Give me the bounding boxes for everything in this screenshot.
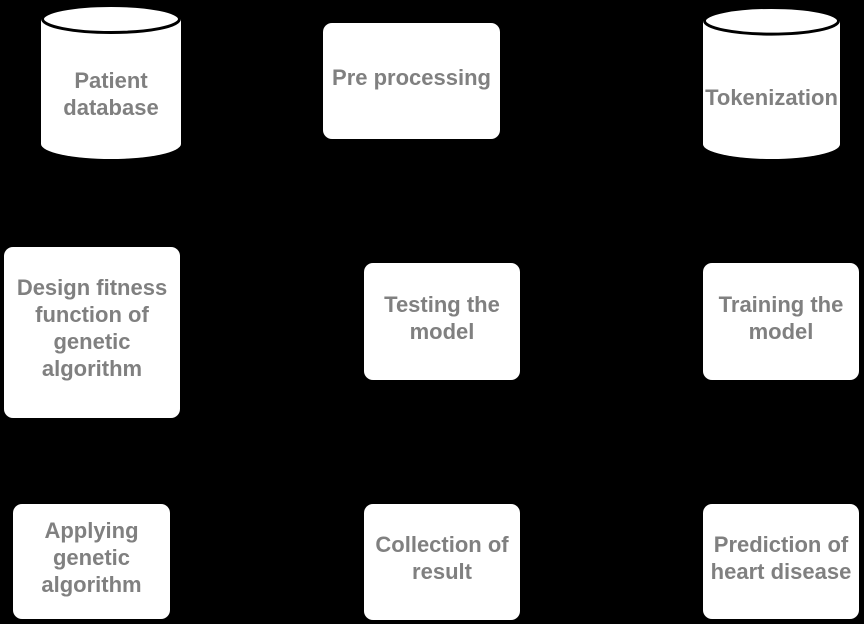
node-tokenization[interactable]: Tokenization [703, 5, 840, 160]
node-pre-processing[interactable]: Pre processing [323, 23, 500, 139]
node-label: Prediction of heart disease [710, 531, 852, 584]
database-cylinder-shape [703, 5, 840, 160]
node-testing-the-model[interactable]: Testing the model [364, 263, 520, 380]
node-prediction-of-heart-disease[interactable]: Prediction of heart disease [703, 504, 859, 619]
database-cylinder-shape [41, 4, 181, 159]
node-design-fitness-function[interactable]: Design fitness function of genetic algor… [4, 247, 180, 418]
node-patient-database[interactable]: Patient database [41, 3, 181, 160]
node-label: Pre processing [332, 64, 491, 90]
node-label: Collection of result [375, 532, 509, 584]
node-collection-of-result[interactable]: Collection of result [364, 504, 520, 620]
node-label: Design fitness function of genetic algor… [16, 274, 168, 381]
node-label: Testing the model [384, 291, 500, 344]
node-label: Tokenization [705, 84, 838, 110]
node-applying-genetic-algorithm[interactable]: Applying genetic algorithm [13, 504, 170, 619]
node-training-the-model[interactable]: Training the model [703, 263, 859, 380]
node-label: Patient database [63, 68, 159, 120]
node-label: Applying genetic algorithm [41, 518, 142, 597]
node-label: Training the model [718, 291, 844, 344]
